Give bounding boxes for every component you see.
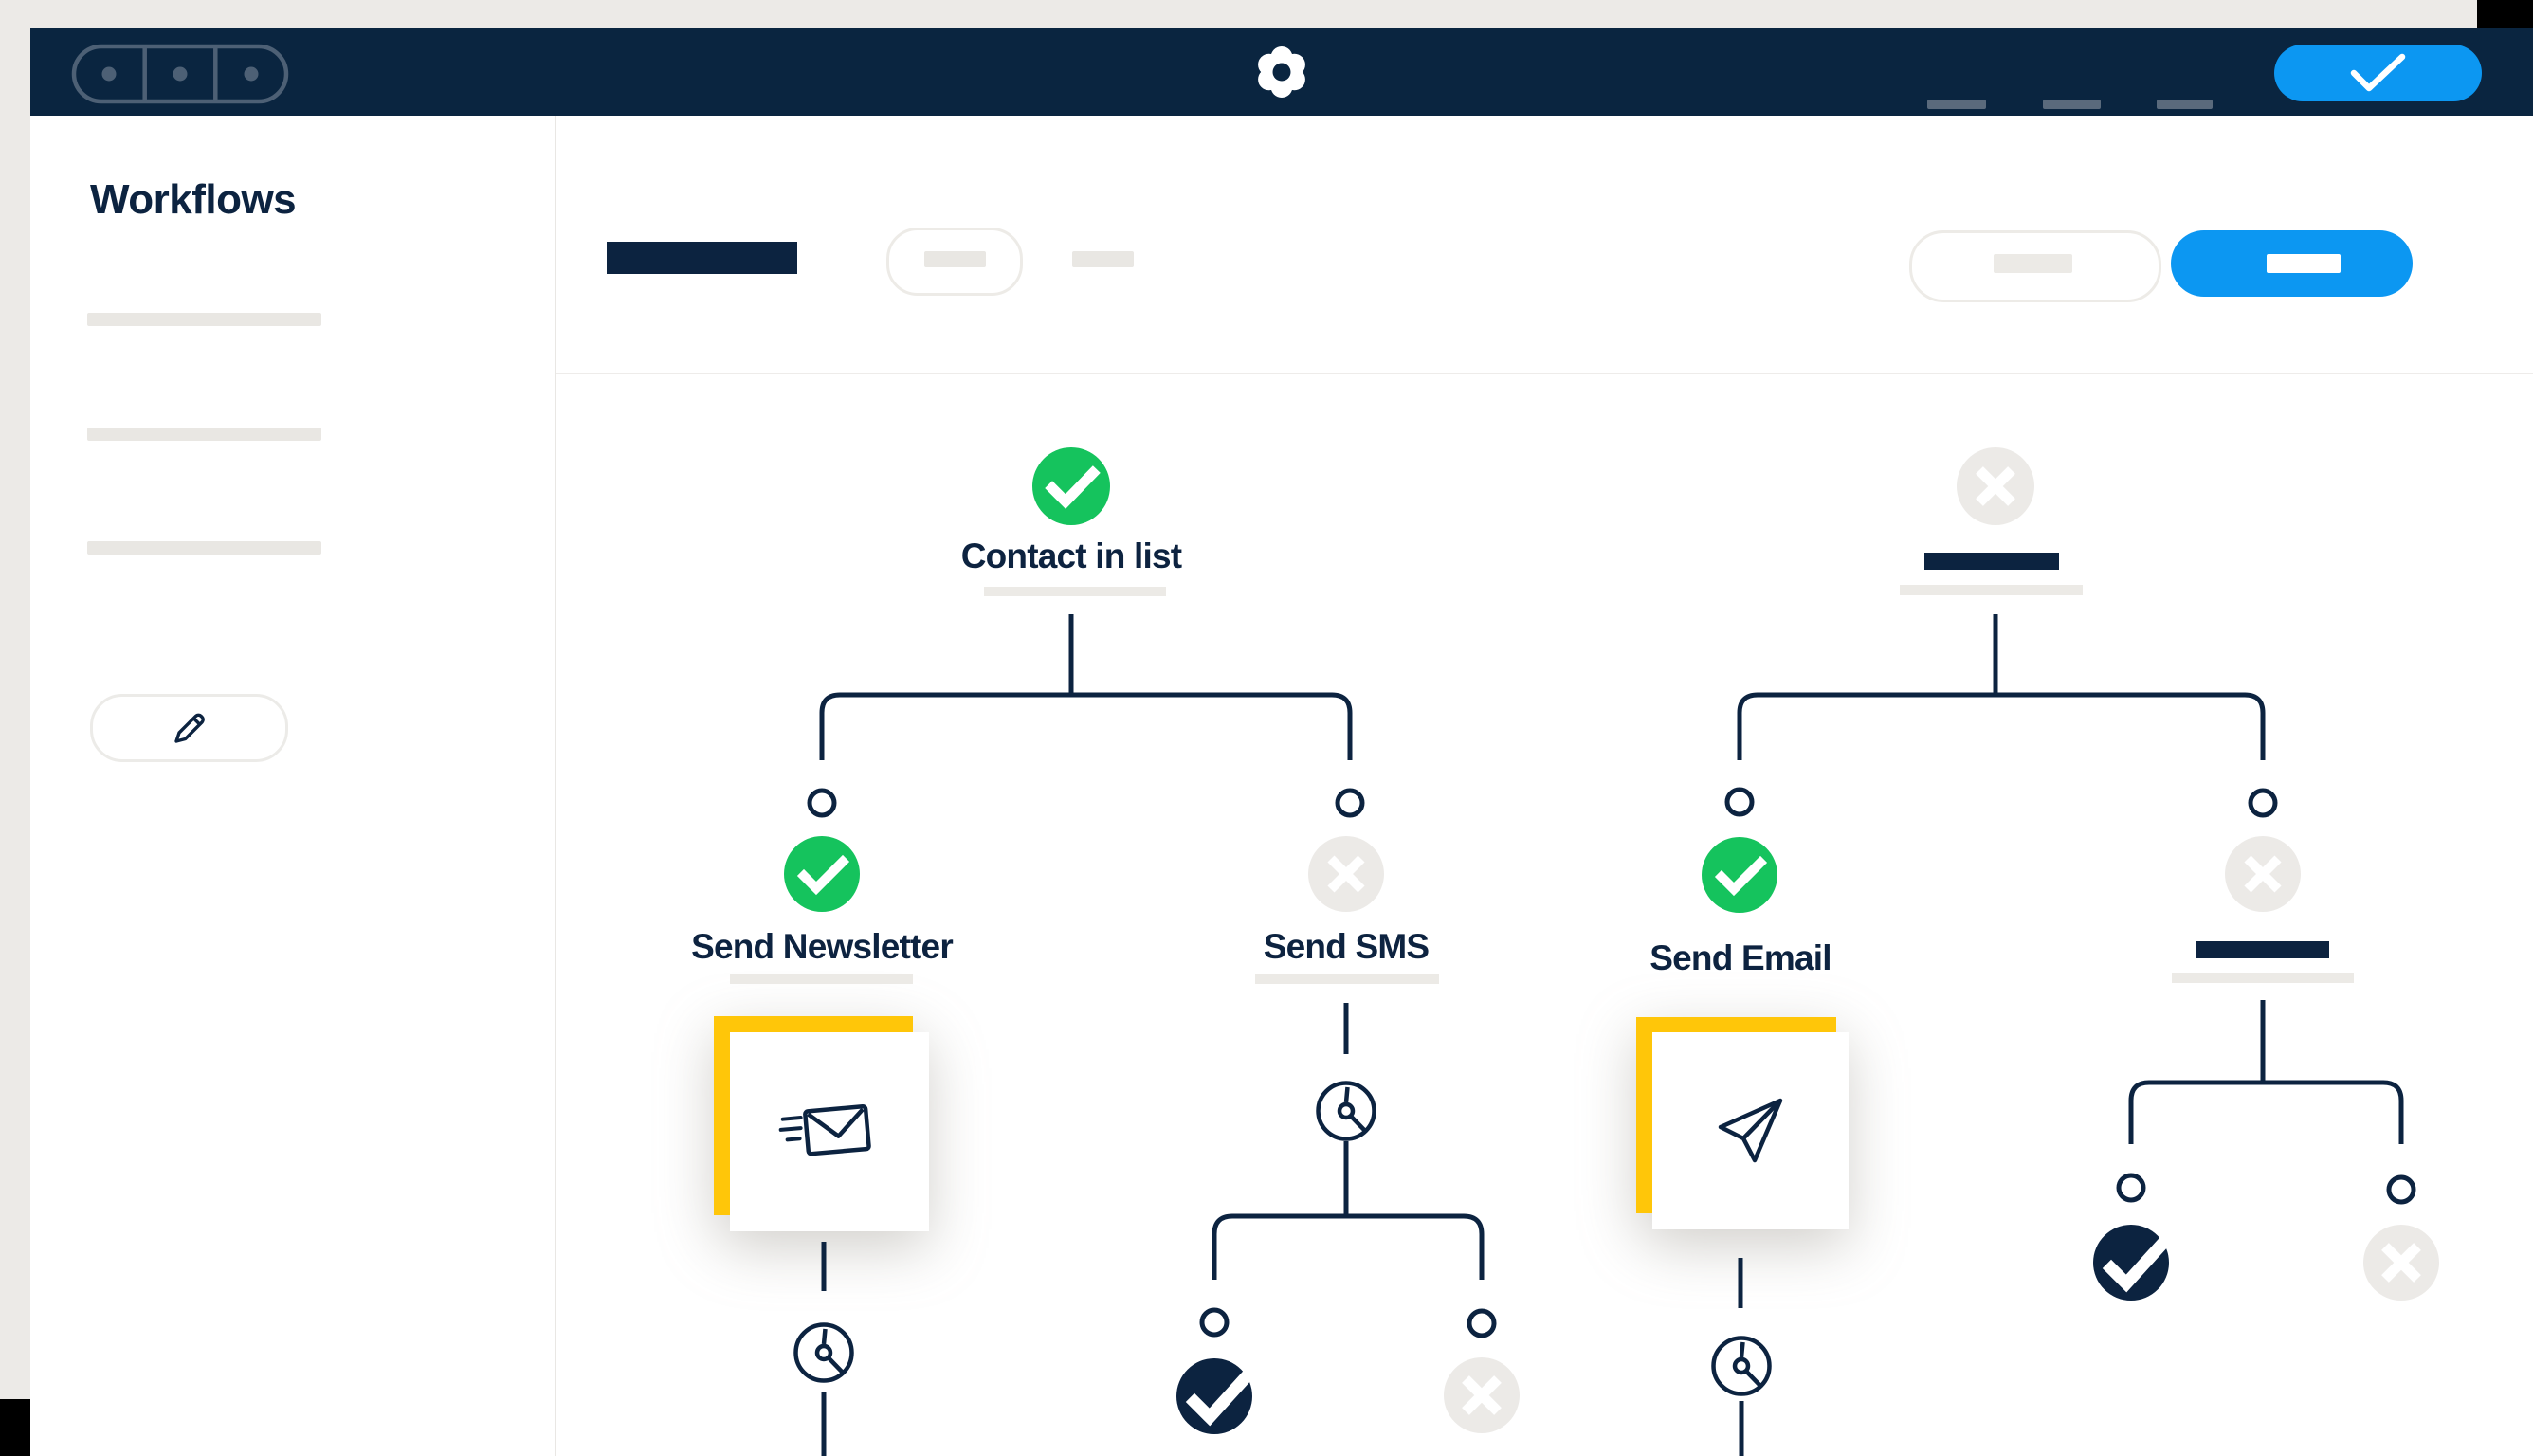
- status-rejected-icon[interactable]: [1308, 836, 1384, 912]
- node-label-send-sms[interactable]: Send SMS: [1263, 927, 1430, 966]
- header-divider: [556, 373, 2533, 374]
- node-underline: [984, 587, 1166, 596]
- left-edge-strip: [0, 0, 30, 1399]
- node-label-send-newsletter[interactable]: Send Newsletter: [691, 927, 954, 966]
- clock-icon: [793, 1322, 854, 1383]
- node-label-send-email[interactable]: Send Email: [1649, 938, 1831, 977]
- window-dot-icon: [244, 66, 259, 82]
- page-title: Workflows: [90, 176, 297, 223]
- browser-topbar: [30, 28, 2533, 116]
- status-success-icon[interactable]: [1702, 837, 1777, 913]
- node-label-contact-in-list[interactable]: Contact in list: [960, 537, 1182, 575]
- header-title-placeholder: [607, 242, 797, 274]
- tree-connectors: [819, 614, 2404, 1456]
- email-card[interactable]: [1636, 1017, 1864, 1245]
- menu-placeholder[interactable]: [2157, 100, 2213, 109]
- card-body: [730, 1032, 929, 1231]
- status-success-icon[interactable]: [784, 836, 860, 912]
- window-dot-icon: [173, 66, 188, 82]
- sidebar: [30, 116, 556, 1456]
- edit-button[interactable]: [90, 694, 288, 762]
- node-title-placeholder: [2196, 941, 2329, 958]
- card-body: [1652, 1032, 1849, 1229]
- status-rejected-icon[interactable]: [2363, 1225, 2439, 1301]
- clock-icon: [1316, 1081, 1376, 1141]
- pencil-icon: [173, 713, 205, 743]
- sidebar-skeleton-item: [87, 541, 321, 555]
- branch-point-icons: [807, 787, 2416, 1338]
- header-dash-placeholder: [1072, 251, 1134, 267]
- sidebar-skeleton-item: [87, 313, 321, 326]
- sidebar-skeleton-item: [87, 428, 321, 441]
- top-edge-strip-black: [2477, 0, 2533, 28]
- status-success-filled-icon[interactable]: [2093, 1225, 2173, 1301]
- check-icon: [2350, 53, 2406, 92]
- header-secondary-button[interactable]: [1909, 230, 2161, 302]
- node-title-placeholder: [1924, 553, 2059, 570]
- window-controls[interactable]: [68, 40, 296, 106]
- secondary-button-dash: [1994, 254, 2072, 273]
- status-rejected-icon[interactable]: [1444, 1357, 1520, 1433]
- status-rejected-icon[interactable]: [1957, 447, 2034, 525]
- menu-placeholder[interactable]: [2043, 100, 2101, 109]
- left-edge-strip-black: [0, 1399, 30, 1456]
- newsletter-card[interactable]: [714, 1016, 941, 1244]
- node-underline: [1255, 974, 1439, 984]
- window-dot-icon: [101, 66, 117, 82]
- node-underline: [730, 974, 913, 984]
- top-edge-strip: [30, 0, 2477, 28]
- menu-placeholder[interactable]: [1927, 100, 1986, 109]
- clock-icon: [1711, 1336, 1772, 1396]
- confirm-button[interactable]: [2274, 45, 2482, 101]
- node-underline: [2172, 973, 2354, 983]
- node-underline: [1900, 585, 2083, 595]
- status-success-icon[interactable]: [1032, 447, 1110, 525]
- status-rejected-icon[interactable]: [2225, 836, 2301, 912]
- primary-button-dash: [2267, 254, 2341, 273]
- status-success-filled-icon[interactable]: [1176, 1358, 1256, 1434]
- sendinblue-spiral-logo-icon: [1258, 46, 1305, 98]
- filter-pill-dash: [924, 251, 986, 267]
